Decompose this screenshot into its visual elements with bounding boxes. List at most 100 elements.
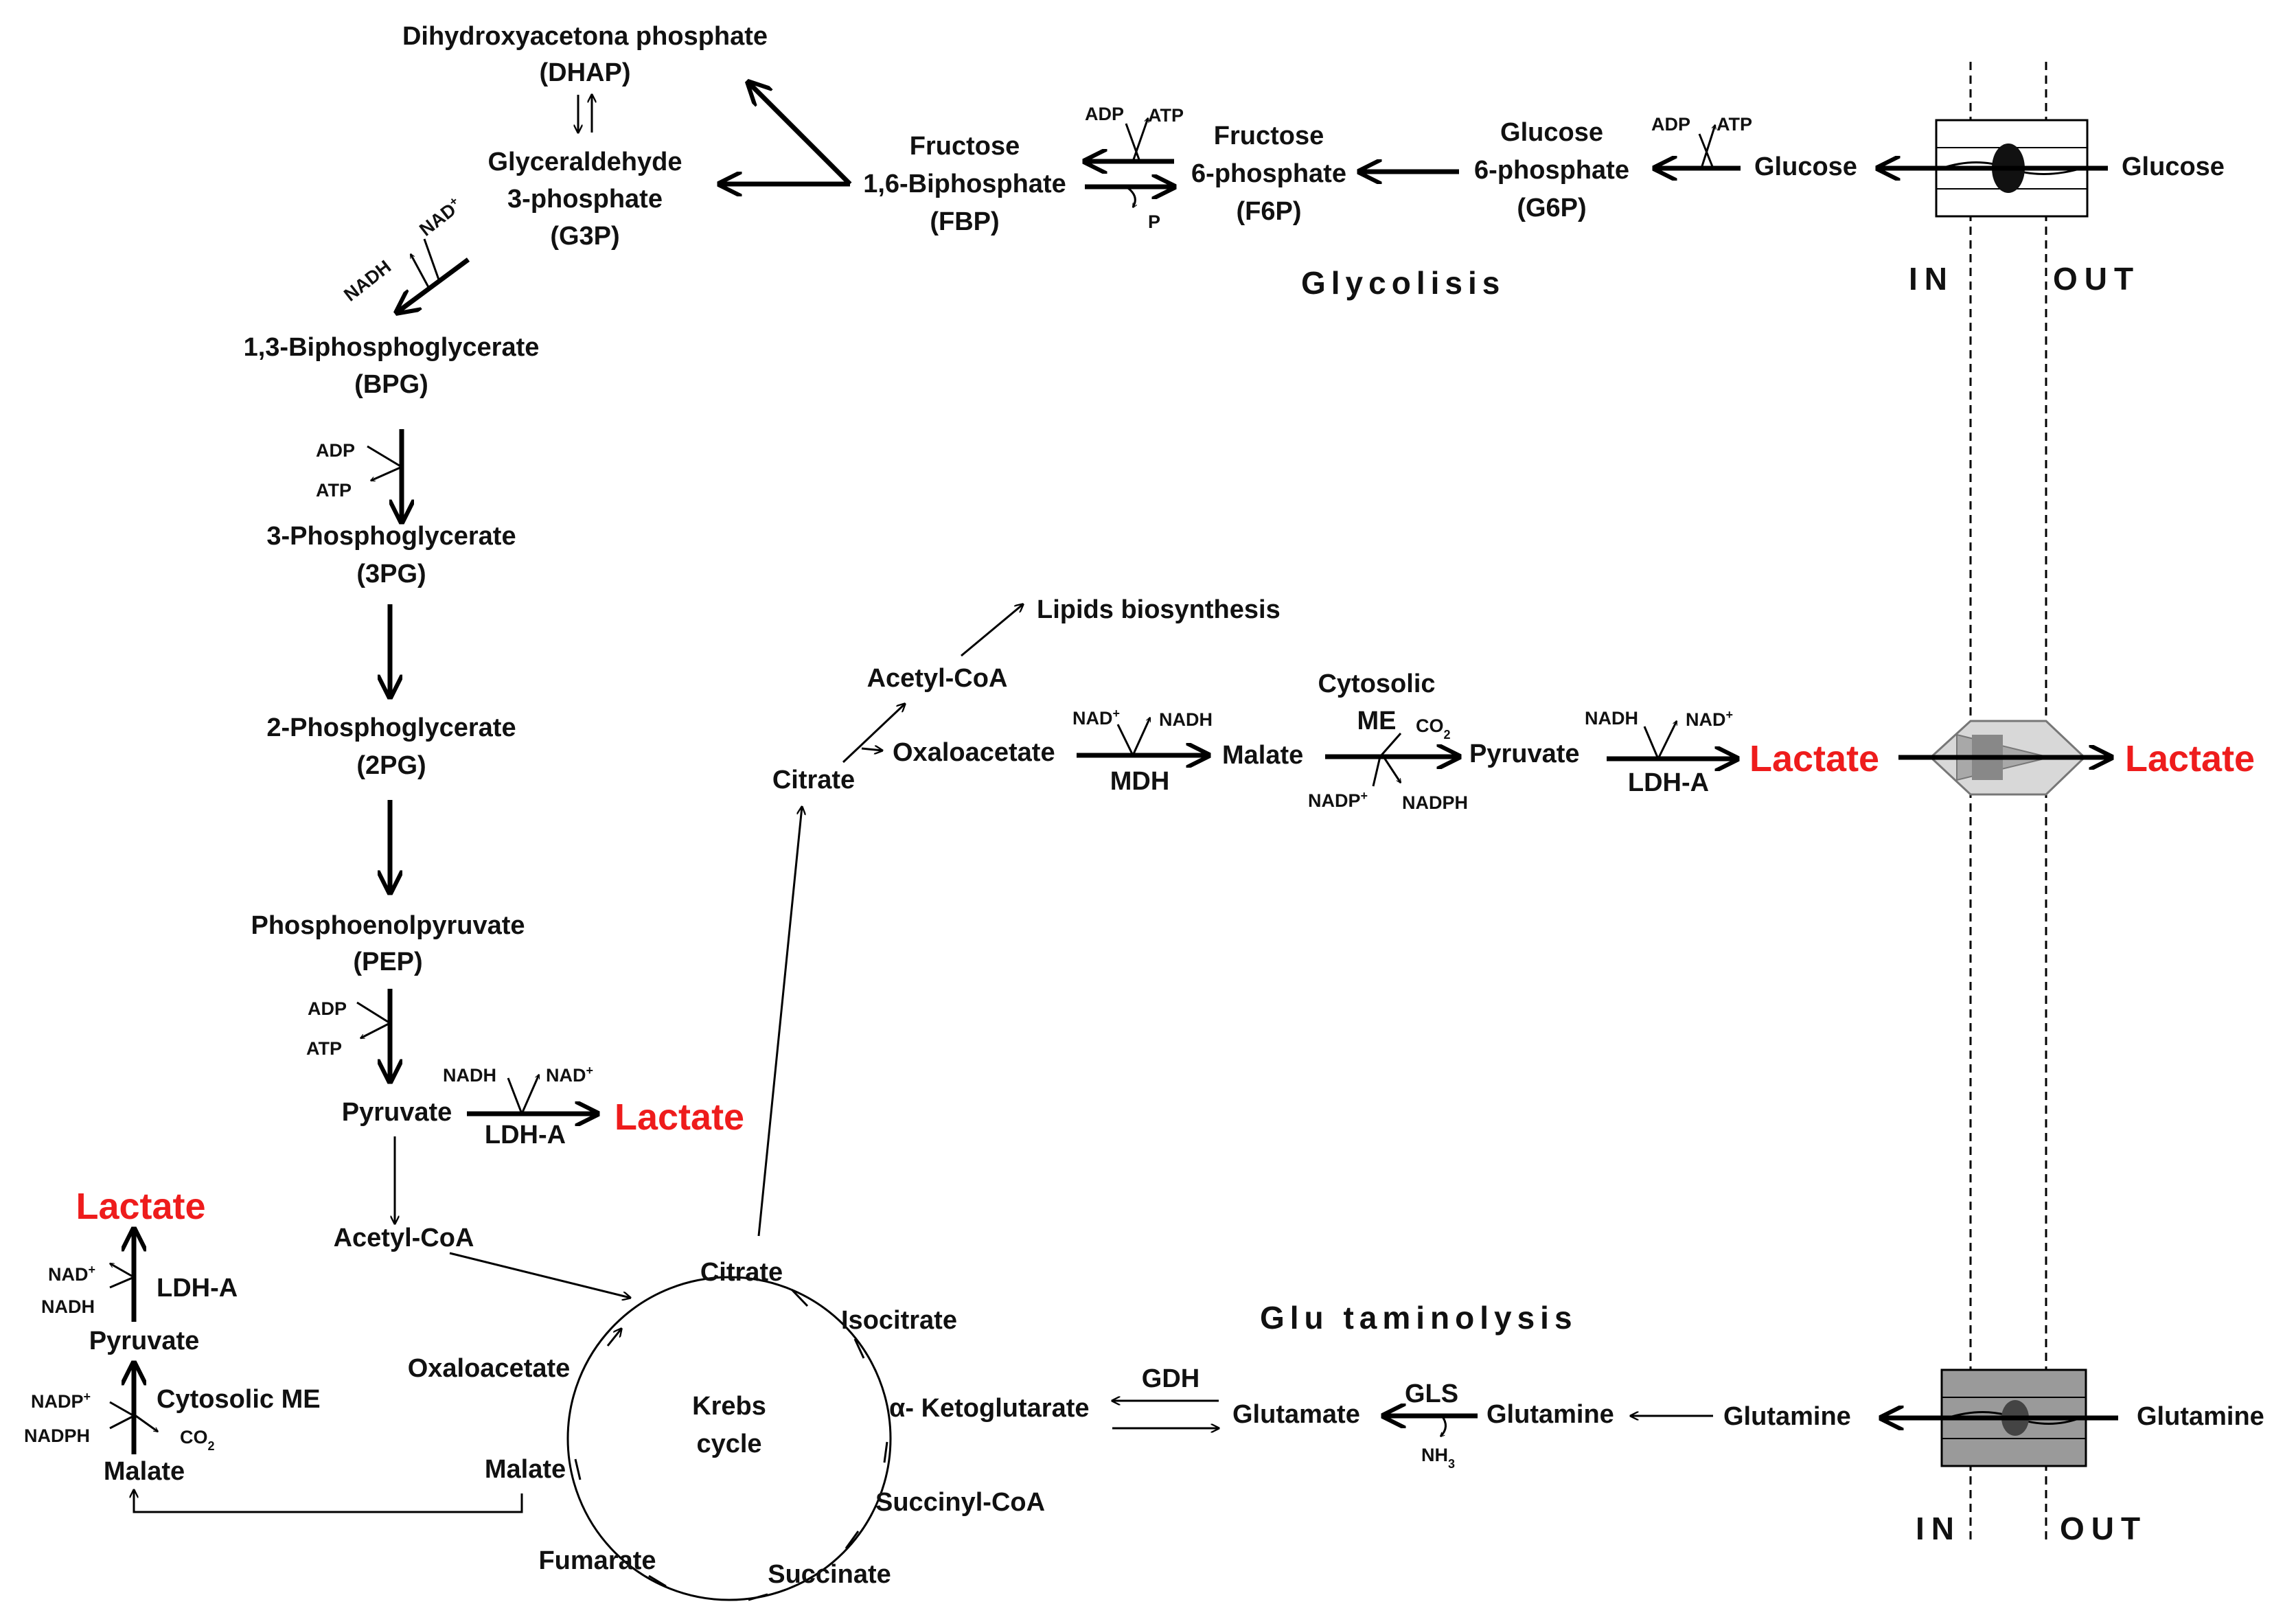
citrate-to-oxaloacetate-arrow bbox=[861, 748, 882, 751]
ldh-nad: NAD+ bbox=[546, 1064, 593, 1086]
glutaminolysis-title: Glu taminolysis bbox=[1260, 1300, 1578, 1336]
fbp-label-line3: (FBP) bbox=[930, 207, 999, 236]
membrane-in-label-bottom: IN bbox=[1916, 1511, 1961, 1546]
g3pdh-nad: NAD+ bbox=[415, 194, 466, 240]
membrane-out-label-bottom: OUT bbox=[2060, 1511, 2147, 1546]
pgk-atp: ATP bbox=[316, 480, 352, 501]
pgk-cofactor-arrow bbox=[367, 445, 404, 482]
left-me-nadp: NADP+ bbox=[31, 1390, 91, 1412]
pk-atp: ATP bbox=[306, 1038, 342, 1059]
pk-cofactor-arrow bbox=[356, 1001, 393, 1040]
pfk-cofactor-arrow bbox=[1125, 118, 1148, 162]
gls-nh3: NH3 bbox=[1421, 1445, 1455, 1471]
acetylcoa-label: Acetyl-CoA bbox=[334, 1224, 474, 1252]
glutamine-inside-label: Glutamine bbox=[1723, 1402, 1851, 1431]
krebs-succinate: Succinate bbox=[768, 1560, 891, 1589]
krebs-succinyl-coa: Succinyl-CoA bbox=[875, 1488, 1045, 1517]
fbpase-phosphate-arrow bbox=[1125, 185, 1135, 207]
left-ldh-nad: NAD+ bbox=[48, 1263, 95, 1285]
f6p-label-line1: Fructose bbox=[1214, 122, 1324, 150]
left-malate-label: Malate bbox=[104, 1457, 185, 1486]
acetylcoa-to-krebs-arrow bbox=[449, 1252, 630, 1298]
acetylcoa-to-lipids-arrow bbox=[961, 604, 1023, 657]
gdh-enzyme-label: GDH bbox=[1142, 1364, 1199, 1393]
krebs-fumarate: Fumarate bbox=[538, 1546, 656, 1575]
gls-enzyme-label: GLS bbox=[1405, 1379, 1458, 1408]
mdh-cofactor-arrow bbox=[1116, 718, 1150, 756]
fbpase-p: P bbox=[1148, 211, 1160, 232]
glutamine-label: Glutamine bbox=[1486, 1400, 1614, 1429]
krebs-oxaloacetate: Oxaloacetate bbox=[408, 1354, 571, 1383]
left-me-cofactor-arrow bbox=[109, 1401, 158, 1432]
pep-label-line1: Phosphoenolpyruvate bbox=[251, 911, 525, 940]
citrate-export-arrow bbox=[757, 807, 802, 1237]
left-me-nadph: NADPH bbox=[24, 1425, 90, 1446]
3pg-label-line2: (3PG) bbox=[356, 560, 426, 588]
2pg-label-line2: (2PG) bbox=[356, 751, 426, 780]
mdh-nad: NAD+ bbox=[1072, 707, 1120, 729]
f6p-label-line2: 6-phosphate bbox=[1191, 159, 1346, 188]
cytosolic-ldh-label: LDH-A bbox=[1628, 768, 1709, 797]
g6p-label-line2: 6-phosphate bbox=[1474, 156, 1629, 185]
ldh-enzyme-label: LDH-A bbox=[485, 1121, 566, 1149]
ldh-nadh: NADH bbox=[443, 1065, 496, 1086]
krebs-cycle-direction-arrows bbox=[574, 1288, 888, 1601]
gls-ammonia-arrow bbox=[1440, 1415, 1447, 1436]
cytosolic-me-line2: ME bbox=[1357, 707, 1397, 735]
malate-export-arrow bbox=[134, 1490, 523, 1513]
left-lactate-label: Lactate bbox=[76, 1186, 205, 1227]
hexokinase-atp: ATP bbox=[1717, 114, 1752, 135]
ldh-cofactor-arrow bbox=[507, 1075, 539, 1114]
pgk-adp: ADP bbox=[316, 440, 355, 461]
g3p-label-line2: 3-phosphate bbox=[507, 185, 663, 214]
me-nadph: NADPH bbox=[1402, 792, 1468, 813]
3pg-label-line1: 3-Phosphoglycerate bbox=[266, 522, 516, 551]
krebs-alpha-ketoglutarate: α- Ketoglutarate bbox=[889, 1394, 1090, 1423]
hexokinase-adp: ADP bbox=[1651, 114, 1690, 135]
krebs-center-line2: cycle bbox=[696, 1430, 761, 1458]
mdh-enzyme-label: MDH bbox=[1110, 767, 1170, 796]
me-co2: CO2 bbox=[1416, 715, 1451, 742]
left-pyruvate-label: Pyruvate bbox=[89, 1327, 200, 1355]
mdh-nadh: NADH bbox=[1159, 709, 1213, 730]
g6p-label-line3: (G6P) bbox=[1517, 194, 1586, 222]
cytosolic-me-line1: Cytosolic bbox=[1318, 669, 1435, 698]
krebs-isocitrate: Isocitrate bbox=[841, 1306, 957, 1335]
membrane-out-label-top: OUT bbox=[2053, 261, 2140, 297]
left-ldh-label: LDH-A bbox=[157, 1274, 238, 1303]
membrane-in-label-top: IN bbox=[1909, 261, 1954, 297]
pk-adp: ADP bbox=[308, 998, 347, 1019]
dhap-label-line1: Dihydroxyacetona phosphate bbox=[402, 22, 768, 51]
citrate-to-acetylcoa-arrow bbox=[842, 704, 905, 764]
pyruvate-label: Pyruvate bbox=[342, 1098, 452, 1127]
fbp-label-line2: 1,6-Biphosphate bbox=[863, 170, 1066, 198]
cytosolic-lactate-outside: Lactate bbox=[2125, 738, 2255, 779]
left-me-co2: CO2 bbox=[180, 1427, 215, 1453]
glycolysis-title: Glycolisis bbox=[1301, 265, 1505, 301]
krebs-center-line1: Krebs bbox=[692, 1392, 766, 1421]
cytosolic-oxaloacetate-label: Oxaloacetate bbox=[893, 738, 1055, 767]
cytosolic-citrate-label: Citrate bbox=[772, 766, 855, 794]
left-ldh-cofactor-arrow bbox=[110, 1262, 137, 1289]
left-me-label: Cytosolic ME bbox=[157, 1385, 321, 1414]
lipids-label: Lipids biosynthesis bbox=[1037, 595, 1281, 624]
bpg-label-line1: 1,3-Biphosphoglycerate bbox=[244, 333, 540, 362]
cytosolic-malate-label: Malate bbox=[1222, 741, 1303, 770]
glucose-inside-label: Glucose bbox=[1754, 152, 1857, 181]
cytosolic-ldh-cofactor-arrow bbox=[1643, 721, 1677, 759]
krebs-malate: Malate bbox=[485, 1455, 566, 1484]
krebs-citrate: Citrate bbox=[700, 1258, 783, 1287]
pfk-atp: ATP bbox=[1148, 105, 1184, 126]
fbp-to-dhap-arrow bbox=[748, 82, 852, 186]
g3pdh-nadh: NADH bbox=[340, 256, 395, 306]
cell-membrane bbox=[1969, 62, 2047, 1545]
glucose-outside-label: Glucose bbox=[2122, 152, 2225, 181]
me-cofactor-arrow bbox=[1372, 733, 1401, 786]
cytosolic-pyruvate-label: Pyruvate bbox=[1469, 740, 1580, 768]
glycolysis-lactate-label: Lactate bbox=[615, 1097, 744, 1138]
left-ldh-nadh: NADH bbox=[41, 1296, 95, 1317]
bpg-label-line2: (BPG) bbox=[354, 370, 428, 399]
glutamine-outside-label: Glutamine bbox=[2137, 1402, 2264, 1431]
glutamate-label: Glutamate bbox=[1232, 1400, 1360, 1429]
